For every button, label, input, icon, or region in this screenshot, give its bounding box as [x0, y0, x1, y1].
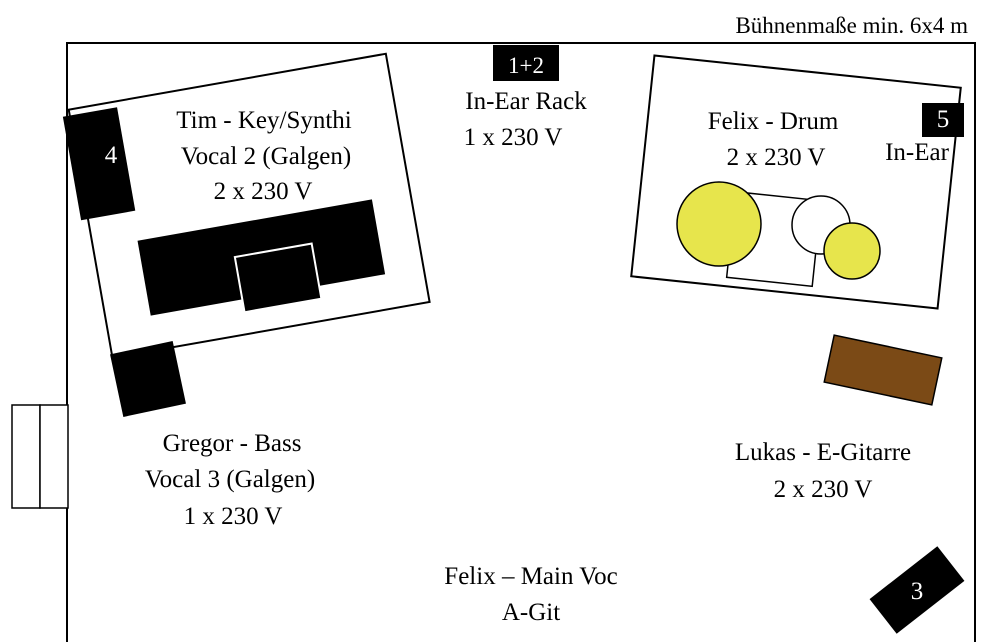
keys-monitor-number: 4: [105, 142, 118, 169]
drum-monitor-label: In-Ear: [885, 139, 950, 166]
guitar-title: Lukas - E-Gitarre: [735, 439, 911, 466]
drums-title: Felix - Drum: [708, 108, 839, 135]
inear-rack-title: In-Ear Rack: [465, 88, 587, 115]
stage-size-label: Bühnenmaße min. 6x4 m: [735, 13, 968, 38]
drum-monitor-box: [922, 103, 964, 137]
bass-amp-box: [110, 341, 186, 417]
main-vocal-instrument: A-Git: [502, 599, 560, 626]
guitar-power: 2 x 230 V: [774, 476, 873, 503]
stage-stairs-outer: [11, 404, 41, 509]
cymbal-large: [676, 181, 762, 267]
guitar-amp-box: [823, 334, 943, 406]
keys-vocal: Vocal 2 (Galgen): [181, 143, 351, 170]
wedge-monitor-box: [869, 546, 965, 634]
inear-rack-number: 1+2: [508, 53, 544, 78]
bass-power: 1 x 230 V: [184, 503, 283, 530]
drum-riser: [630, 54, 962, 310]
keys-monitor: [62, 107, 136, 221]
keyboard-stand: [233, 242, 323, 314]
guitar-amp: [823, 334, 943, 406]
drum-monitor-number: 5: [937, 106, 950, 133]
stage-stairs-inner: [39, 404, 69, 509]
cymbal-small: [823, 222, 881, 280]
drums-power: 2 x 230 V: [727, 144, 826, 171]
main-vocal-title: Felix – Main Voc: [444, 563, 617, 590]
keys-power: 2 x 230 V: [214, 178, 313, 205]
inear-rack-power: 1 x 230 V: [464, 124, 563, 151]
bass-amp: [110, 341, 186, 417]
keys-riser: [62, 52, 431, 360]
keys-title: Tim - Key/Synthi: [176, 107, 352, 134]
bass-vocal: Vocal 3 (Galgen): [145, 466, 315, 493]
wedge-monitor: [869, 546, 965, 634]
bass-title: Gregor - Bass: [163, 430, 302, 457]
inear-rack-box: [493, 45, 559, 81]
wedge-monitor-number: 3: [911, 578, 924, 605]
